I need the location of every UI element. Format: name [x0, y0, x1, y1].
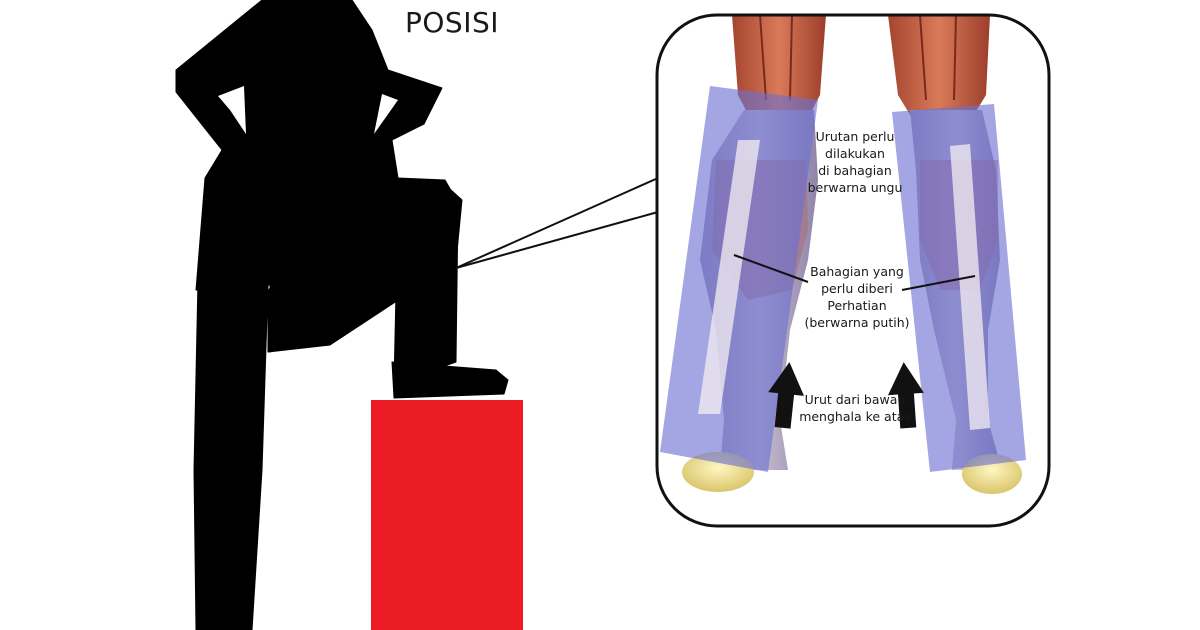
- white-note-line-3: Perhatian: [827, 298, 887, 313]
- direction-note-line-2: menghala ke atas: [799, 409, 911, 424]
- purple-note-line-4: berwarna ungu: [807, 180, 903, 195]
- right-thigh-muscle: [888, 15, 990, 118]
- purple-note-line-1: Urutan perlu: [815, 129, 895, 144]
- up-arrow-icon: [768, 362, 805, 429]
- purple-note-line-3: di bahagian: [818, 163, 892, 178]
- person-silhouette: [175, 0, 509, 630]
- right-pointer-line: [901, 275, 976, 291]
- white-note-line-1: Bahagian yang: [810, 264, 904, 279]
- direction-note-line-1: Urut dari bawah: [804, 392, 906, 407]
- callout-line-top: [455, 177, 659, 269]
- white-note-line-2: perlu diberi: [821, 281, 893, 296]
- white-zone-note: Bahagian yang perlu diberi Perhatian (be…: [792, 263, 922, 331]
- white-note-line-4: (berwarna putih): [804, 315, 910, 330]
- callout-panel: [655, 13, 1051, 528]
- purple-note-line-2: dilakukan: [825, 146, 885, 161]
- callout-border: [655, 13, 1051, 528]
- page-title: POSISI: [405, 6, 499, 39]
- left-white-strip: [698, 140, 760, 414]
- direction-note: Urut dari bawah menghala ke atas: [790, 391, 920, 425]
- purple-zone-note: Urutan perlu dilakukan di bahagian berwa…: [790, 128, 920, 196]
- up-arrow-icon: [887, 362, 924, 429]
- right-purple-zone: [892, 104, 1026, 472]
- left-pointer-line: [733, 254, 809, 283]
- step-block: [371, 400, 523, 630]
- raised-foot: [391, 361, 509, 399]
- standing-leg: [193, 279, 269, 630]
- right-hip-gap: [374, 94, 398, 134]
- callout-line-bottom: [455, 211, 659, 269]
- left-hip-gap: [218, 86, 246, 134]
- raised-shin: [393, 199, 459, 385]
- right-white-strip: [950, 144, 990, 430]
